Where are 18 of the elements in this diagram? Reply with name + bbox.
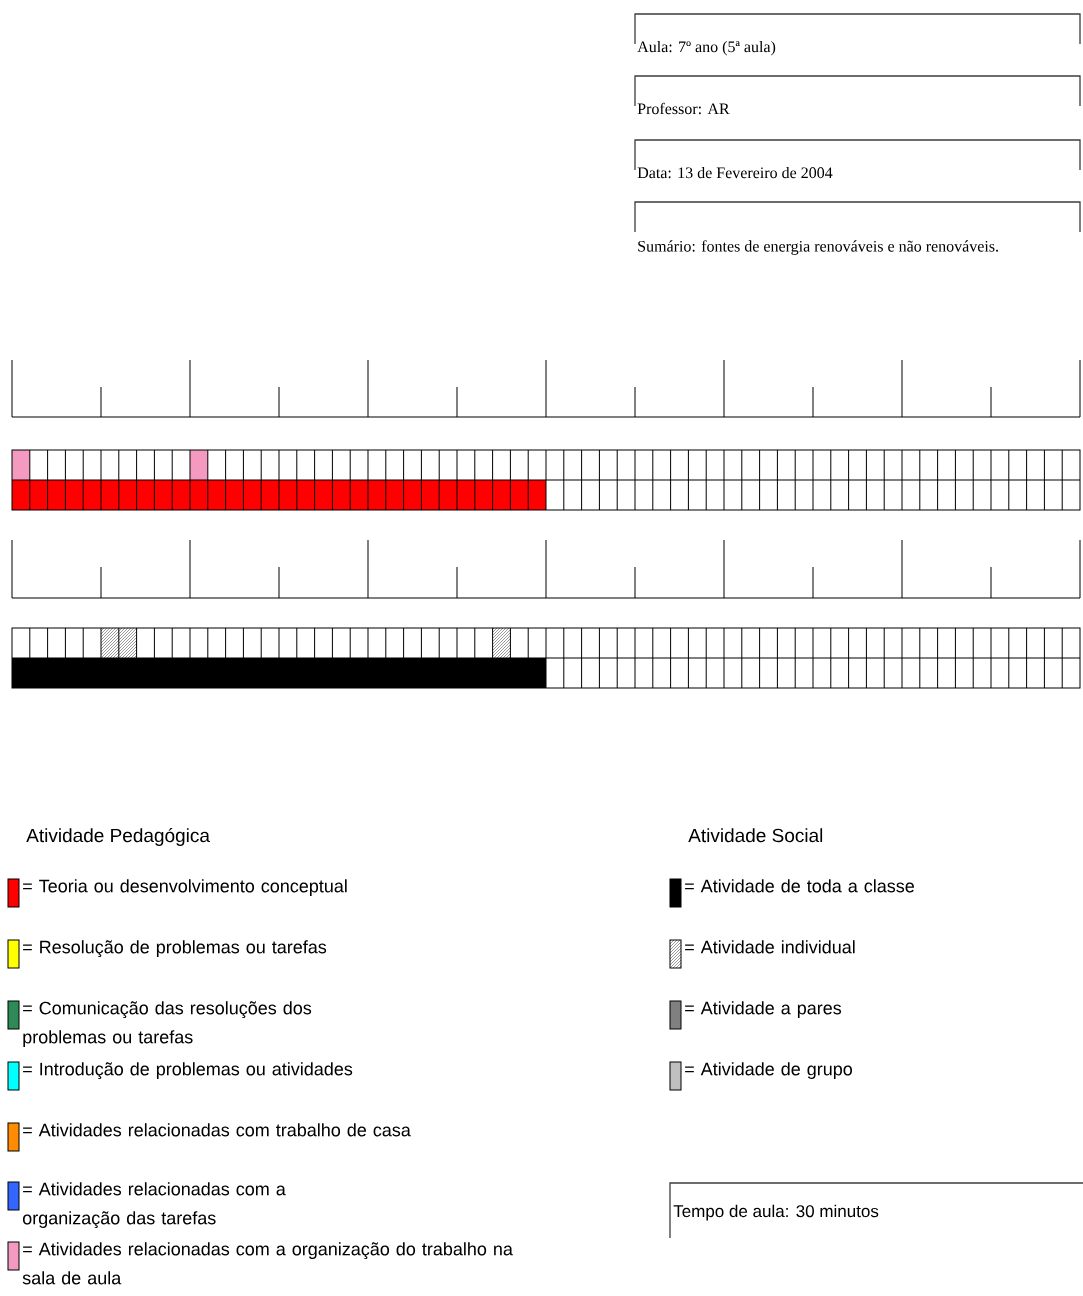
info-field: Aula: 7º ano (5ª aula) [634, 13, 1081, 56]
legend-heading: Atividade Pedagógica [26, 828, 210, 846]
legend-text: = Introdução de problemas ou atividades [23, 1062, 353, 1080]
legend-text: = Atividade de toda a classe [685, 879, 914, 893]
info-field: Data: 13 de Fevereiro de 2004 [634, 139, 1081, 179]
legend-text: = Resolução de problemas ou tarefas [23, 940, 327, 958]
legend-heading: Atividade Social [688, 828, 823, 843]
legend-text: = Atividade de grupo [685, 1062, 852, 1079]
legend-text: = Atividade a pares [685, 1001, 842, 1018]
legend-text: = Teoria ou desenvolvimento conceptual [23, 879, 347, 896]
info-field: Professor: AR [634, 75, 1081, 115]
legend-text: = Comunicação das resoluções dos problemas ou tarefas [23, 1001, 312, 1047]
legend-text: = Atividades relacionadas com a organização das tarefas [22, 1182, 286, 1229]
legend-text: = Atividade individual [685, 940, 855, 954]
legend-text: = Atividades relacionadas com a organização do trabalho na sala de aula [22, 1242, 513, 1285]
info-field: Sumário: fontes de energia renováveis e não renováveis. [634, 201, 1081, 255]
legend-text: = Atividades relacionadas com trabalho de casa [23, 1123, 411, 1137]
info-field: Tempo de aula: 30 minutos [669, 1182, 1083, 1239]
